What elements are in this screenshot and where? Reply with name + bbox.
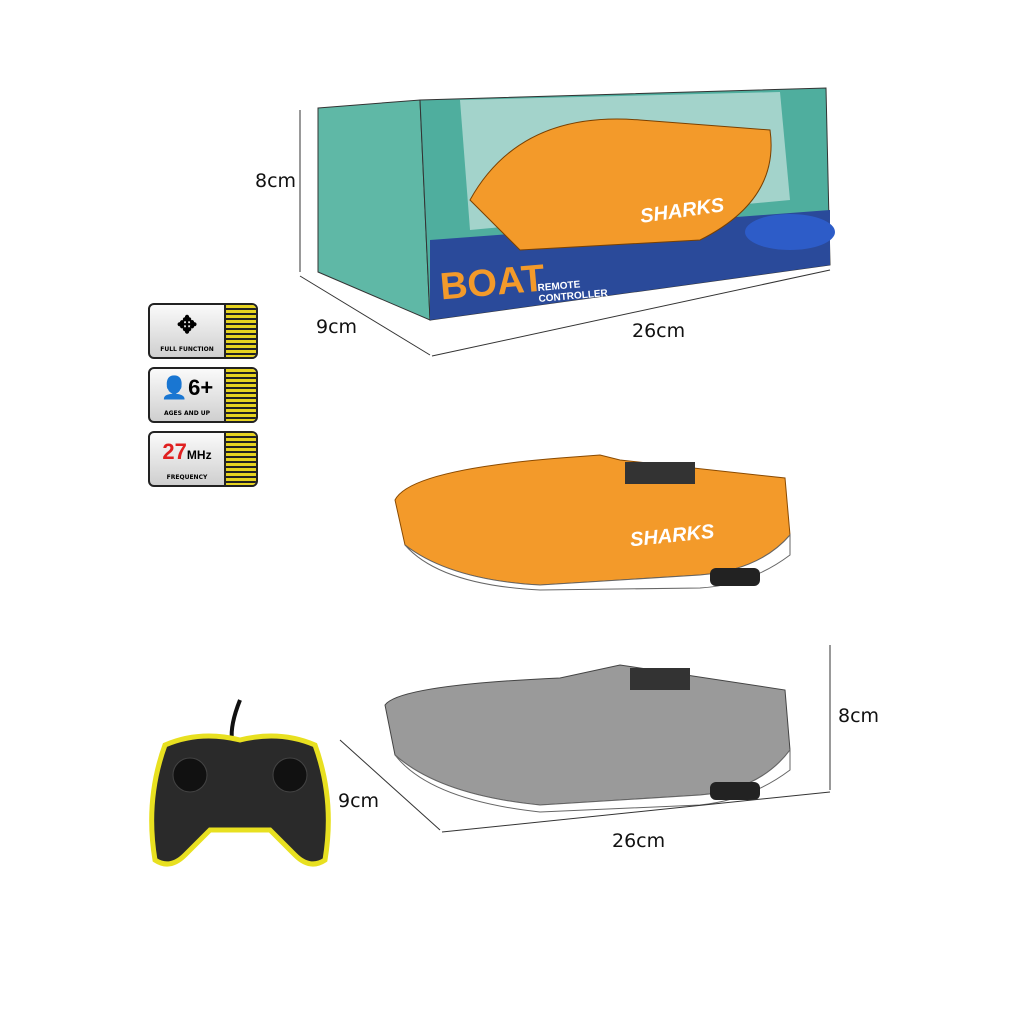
badge-value: 6+ <box>188 375 214 400</box>
box-brand-title: BOAT <box>438 257 547 309</box>
badge-full-function: ✥ FULL FUNCTION <box>148 303 258 359</box>
badge-value: 27 <box>162 439 187 464</box>
boat-height-label: 8cm <box>838 705 880 727</box>
barcode-icon <box>224 433 256 485</box>
orange-boat <box>394 454 791 591</box>
box-width-label: 26cm <box>632 320 686 342</box>
boat-depth-label: 9cm <box>338 790 380 812</box>
badge-unit: MHz <box>186 448 212 462</box>
grey-boat <box>384 664 791 813</box>
barcode-icon <box>224 305 256 357</box>
package-box <box>317 87 835 321</box>
badge-label: FREQUENCY <box>166 474 208 481</box>
badge-age: 👤6+ AGES AND UP <box>148 367 258 423</box>
remote-controller <box>149 699 331 867</box>
boat-width-label: 26cm <box>612 830 666 852</box>
badge-frequency: 27MHz FREQUENCY <box>148 431 258 487</box>
badge-label: FULL FUNCTION <box>160 346 214 353</box>
arrows-cross-icon: ✥ <box>176 312 198 339</box>
badge-label: AGES AND UP <box>163 410 211 417</box>
box-depth-label: 9cm <box>316 316 358 338</box>
barcode-icon <box>224 369 256 421</box>
person-icon: 👤 <box>160 375 189 400</box>
box-height-label: 8cm <box>255 170 297 192</box>
